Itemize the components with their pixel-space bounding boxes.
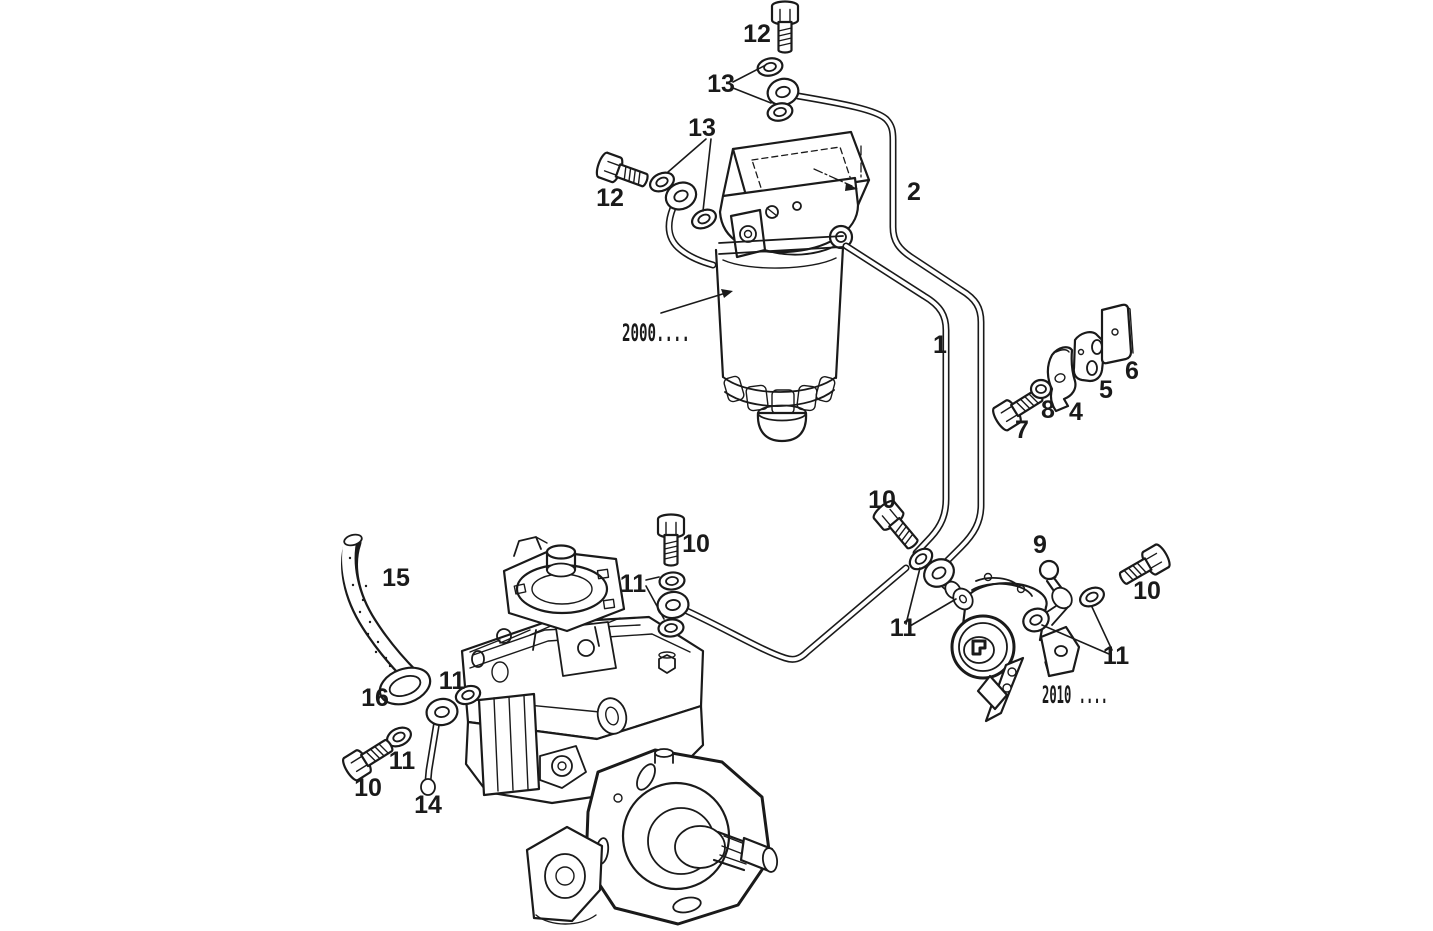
callout-bolt-10: 10 xyxy=(868,486,896,514)
callout-washer-8: 8 xyxy=(1041,396,1055,424)
pump-flange-arc xyxy=(964,582,1048,609)
plate-6 xyxy=(1100,303,1134,365)
callout-washer-11: 11 xyxy=(439,667,466,695)
callout-bolt-10: 10 xyxy=(682,530,710,558)
pump-to-feed-pump-pipe xyxy=(683,564,910,663)
filter-drain-cup xyxy=(756,411,808,443)
fuel-filter-assembly xyxy=(714,130,871,443)
washer-11-mid-upper xyxy=(657,570,687,592)
washer-11-mid-lower xyxy=(656,617,686,639)
callout-bolt-12: 12 xyxy=(743,20,771,48)
callout-fuel-pipe-2: 2 xyxy=(907,178,921,206)
callout-pipe-14: 14 xyxy=(414,791,442,819)
callout-bolt-10: 10 xyxy=(1133,577,1161,605)
bolt-10-mid xyxy=(656,513,686,567)
callout-clamp-4: 4 xyxy=(1069,398,1083,426)
overflow-hose-group xyxy=(339,529,484,796)
callout-washer-pair-13: 13 xyxy=(707,70,735,98)
banjo-bolt-9 xyxy=(1022,559,1073,633)
governor-cover xyxy=(502,536,626,651)
filter-left-banjo-stack xyxy=(593,150,721,269)
banjo-union-14 xyxy=(423,695,461,729)
filter-canister xyxy=(714,248,725,379)
washer-13-lower xyxy=(764,99,796,125)
clamp-4 xyxy=(1046,346,1077,413)
drive-flange xyxy=(584,748,779,926)
callout-plate-6: 6 xyxy=(1125,357,1139,385)
assembly-label-fuel-filter-2000: 2000.... xyxy=(622,319,690,347)
washer-13-left-lower xyxy=(687,204,721,234)
pipe-clamp-assembly xyxy=(989,303,1134,434)
filter-ear-left xyxy=(729,208,767,259)
callout-pad-5: 5 xyxy=(1099,376,1113,404)
injection-pump xyxy=(460,536,779,926)
callout-washer-pair-11: 11 xyxy=(620,570,647,598)
banjo-union-mid xyxy=(654,588,692,622)
pump-top-banjo-stack xyxy=(654,513,910,663)
callout-washer-pair-11: 11 xyxy=(890,614,917,642)
arrow-2000 xyxy=(660,291,730,314)
callout-washer-pair-11: 11 xyxy=(1103,642,1130,670)
washer-13-upper xyxy=(754,54,786,80)
callout-fuel-pipe-1: 1 xyxy=(933,331,947,359)
callout-hose-15: 15 xyxy=(382,564,410,592)
pump-mount-flange xyxy=(477,692,541,797)
pad-5 xyxy=(1072,331,1106,383)
washer-11-right xyxy=(1075,582,1109,612)
callout-bolt-7: 7 xyxy=(1015,416,1029,444)
pump-hex-fitting xyxy=(658,654,676,674)
fuel-feed-pump xyxy=(870,497,1174,723)
leader-lines xyxy=(645,65,1113,655)
bolt-12-top xyxy=(770,0,800,54)
callout-bolt-10: 10 xyxy=(354,774,382,802)
callout-washer-pair-13: 13 xyxy=(688,114,716,142)
callout-bolt-12: 12 xyxy=(596,184,624,212)
assembly-label-feed-pump-2010: 2010 .... xyxy=(1042,681,1108,709)
callout-banjo-bolt-9: 9 xyxy=(1033,531,1047,559)
callout-grommet-16: 16 xyxy=(361,684,389,712)
support-foot xyxy=(525,825,604,925)
callout-washer-11: 11 xyxy=(389,747,416,775)
